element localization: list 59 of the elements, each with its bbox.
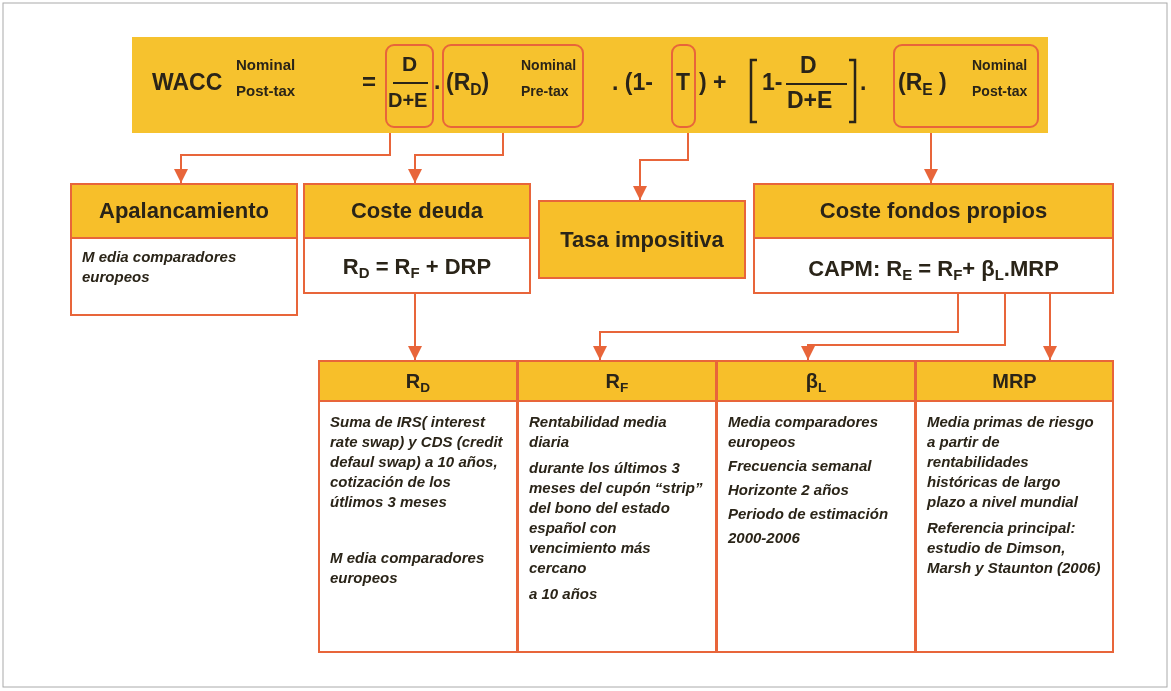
arrow [593,293,959,361]
highlight-box [893,44,1039,128]
formula-text: CAPM: R$_{E}$ = R$_{F}$+ β$_{L}$.MRP [807,255,1060,283]
formula-text: Nominal [236,57,296,72]
description-text: 2000-2006 [728,528,801,548]
card-title: Coste fondos propios [755,185,1112,239]
highlight-box [385,44,434,128]
info-card [753,183,1114,294]
column-header: β$_{L}$ [718,362,914,402]
formula-text: M edia comparadores europeos [82,247,238,287]
card-title: Tasa impositiva [540,202,744,277]
formula-text: Nominal [521,58,577,72]
table-column [517,360,717,653]
description-text: Suma de IRS( interest rate swap) y CDS (credit defaul swap) a 10 años, cotización de los útlimos 3 meses [330,412,504,512]
table-column [716,360,916,653]
formula-text: 1- [762,71,783,94]
arrow [801,293,1006,361]
formula-text: D+E [388,90,428,110]
formula-text: D+E [787,89,833,112]
highlight-box [442,44,584,128]
description-text: Horizonte 2 años [728,480,850,500]
formula-text: R$_{D}$ = R$_{F}$ + DRP [341,253,493,281]
table-column [915,360,1114,653]
card-title: Coste deuda [305,185,529,239]
formula-text: Nominal [972,58,1028,72]
formula-text: . (1- [612,71,653,94]
formula-text: D [402,53,418,74]
info-card [303,183,531,294]
formula-text: Post-tax [972,84,1028,98]
info-card [70,183,298,316]
description-text: Media primas de riesgo a partir de rentabilidades históricas de largo plazo a nivel mundial [927,412,1095,512]
description-text: Media comparadores europeos [728,412,880,452]
description-text: Rentabilidad media diaria [529,412,668,452]
formula-text: . [860,71,867,94]
column-header: MRP [917,362,1112,402]
arrow [1043,293,1057,361]
formula-text: D [800,54,817,77]
formula-text: Post-tax [236,83,296,98]
formula-banner [132,37,1048,133]
formula-text: WACC [152,71,223,94]
highlight-box [671,44,696,128]
column-header: R$_{D}$ [320,362,516,402]
description-text: M edia comparadores europeos [330,548,486,588]
formula-text: ) + [699,71,727,94]
card-title: Apalancamiento [72,185,296,239]
formula-text: T [676,71,691,94]
description-text: Referencia principal: estudio de Dimson, Marsh y Staunton (2006) [927,518,1102,578]
formula-text: (R$_{D}$) [446,71,490,94]
description-text: a 10 años [529,584,599,604]
description-text: durante los últimos 3 meses del cupón “strip” del bono del estado español con vencimiento más cercano [529,458,704,578]
formula-text: (R$_{E}$ ) [898,71,947,94]
arrow [408,293,422,361]
formula-text: = [362,70,376,94]
formula-text: . [434,70,441,93]
formula-text: Pre-tax [521,84,569,98]
table-column [318,360,518,653]
description-text: Frecuencia semanal [728,456,873,476]
column-header: R$_{F}$ [519,362,715,402]
description-text: Periodo de estimación [728,504,890,524]
